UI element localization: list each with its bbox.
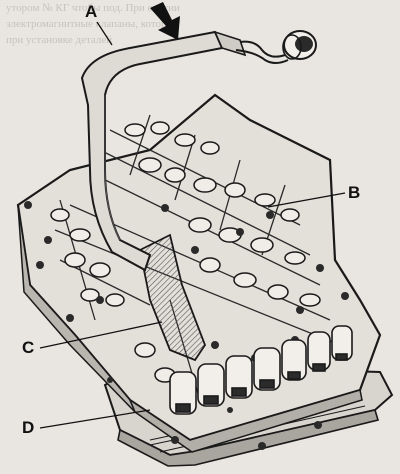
harness-connector-plug xyxy=(235,30,317,64)
solenoid-valve-row xyxy=(169,325,353,415)
callout-label-a: A xyxy=(85,2,98,21)
callout-label-c: C xyxy=(22,338,35,357)
insertion-direction-arrow xyxy=(150,2,180,40)
callout-label-d: D xyxy=(22,418,35,437)
background-text-line: при установке деталей xyxy=(6,34,113,46)
leader-line-c xyxy=(39,321,163,349)
spool-valves xyxy=(50,121,321,383)
wiring-harness-ribbon xyxy=(138,233,207,362)
leader-line-a xyxy=(96,21,113,46)
leader-line-d xyxy=(39,409,151,429)
background-text-line: утором № КГ чтобы под. При снятии xyxy=(6,2,180,14)
leader-lines xyxy=(39,21,346,429)
leader-line-b xyxy=(267,192,346,208)
background-text: утором № КГ чтобы под. При снятии электр… xyxy=(0,0,400,48)
background-text-line: электромагнитные клапаны, которые xyxy=(6,18,179,30)
callout-label-b: B xyxy=(348,183,361,202)
